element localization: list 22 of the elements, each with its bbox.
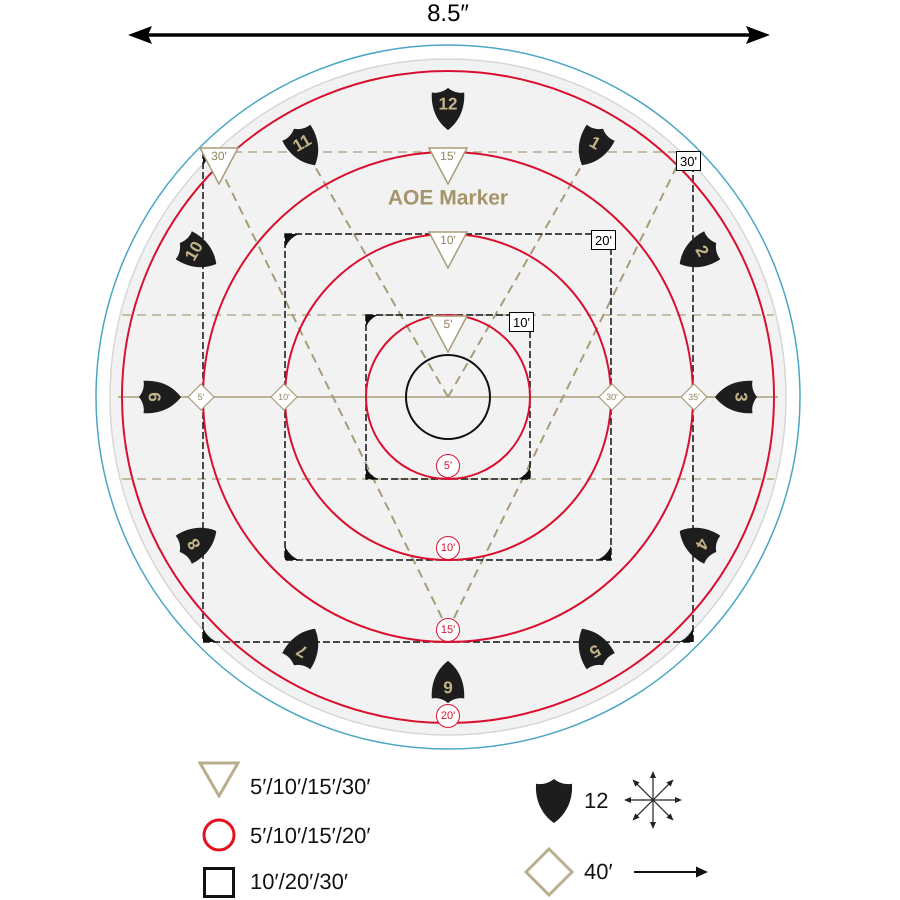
numbered-shield-marker: 12	[430, 87, 466, 131]
legend-label: 40′	[584, 861, 613, 883]
diamond-marker: 35'	[680, 383, 708, 411]
legend-label: 12	[584, 790, 608, 812]
triangle-marker: 15'	[428, 147, 468, 185]
legend-label: 5′/10′/15′/20′	[250, 825, 370, 847]
numbered-shield-marker: 3	[714, 379, 758, 415]
dimension-label: 8.5″	[427, 2, 469, 26]
legend-label: 10′/20′/30′	[250, 871, 348, 893]
numbered-shield-marker: 6	[430, 660, 466, 704]
square-marker: 10'	[509, 312, 534, 332]
triangle-marker: 5'	[428, 315, 468, 353]
legend-label: 5′/10′/15′/30′	[250, 776, 370, 798]
heading-text: AOE Marker	[388, 188, 508, 208]
diamond-marker: 5'	[187, 383, 215, 411]
numbered-shield-marker: 9	[138, 379, 182, 415]
diamond-marker: 10'	[270, 383, 298, 411]
diamond-marker: 30'	[598, 383, 626, 411]
square-marker: 20'	[591, 230, 616, 250]
square-marker: 30'	[676, 151, 701, 171]
triangle-marker: 30'	[199, 147, 239, 185]
triangle-marker: 10'	[428, 231, 468, 269]
